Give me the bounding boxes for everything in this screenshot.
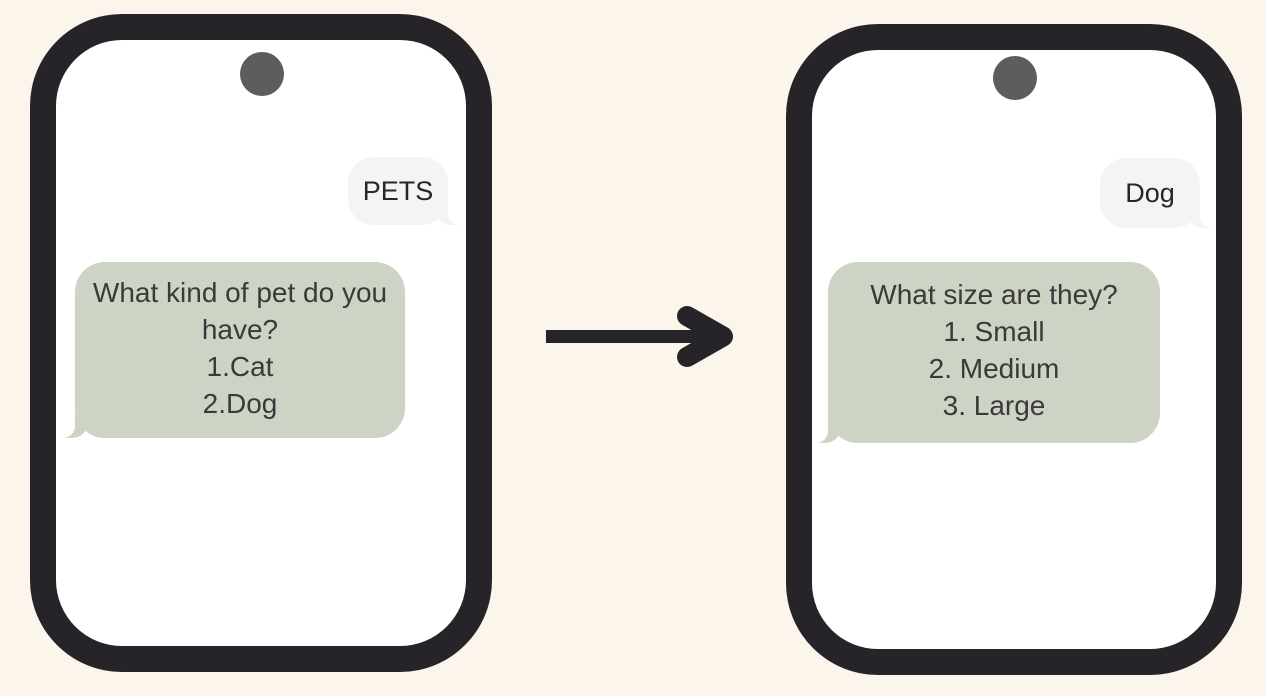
phone-right-screen: Dog What size are they? 1. Small 2. Medi…: [812, 50, 1216, 649]
message-bubble-outgoing: Dog: [1100, 158, 1214, 228]
message-text: PETS: [362, 175, 434, 206]
message-text: Dog: [1125, 177, 1175, 208]
message-line: have?: [201, 314, 279, 345]
message-bubble-incoming: What kind of pet do you have? 1.Cat 2.Do…: [61, 262, 405, 438]
phone-left-screen: PETS What kind of pet do you have? 1.Cat…: [56, 40, 466, 646]
message-line: 1. Small: [943, 316, 1045, 347]
message-line: 3. Large: [942, 390, 1046, 421]
message-line: 2. Medium: [928, 353, 1060, 384]
phone-left: PETS What kind of pet do you have? 1.Cat…: [30, 14, 492, 672]
message-line: What kind of pet do you: [92, 277, 388, 308]
arrow-right-icon: [546, 306, 733, 367]
message-bubble-outgoing: PETS: [348, 157, 462, 225]
camera-dot-icon: [993, 56, 1037, 100]
message-line: 1.Cat: [206, 351, 274, 382]
message-line: What size are they?: [870, 279, 1118, 310]
message-line: 2.Dog: [202, 388, 278, 419]
camera-dot-icon: [240, 52, 284, 96]
message-bubble-incoming: What size are they? 1. Small 2. Medium 3…: [814, 262, 1160, 443]
phone-right: Dog What size are they? 1. Small 2. Medi…: [786, 24, 1242, 675]
